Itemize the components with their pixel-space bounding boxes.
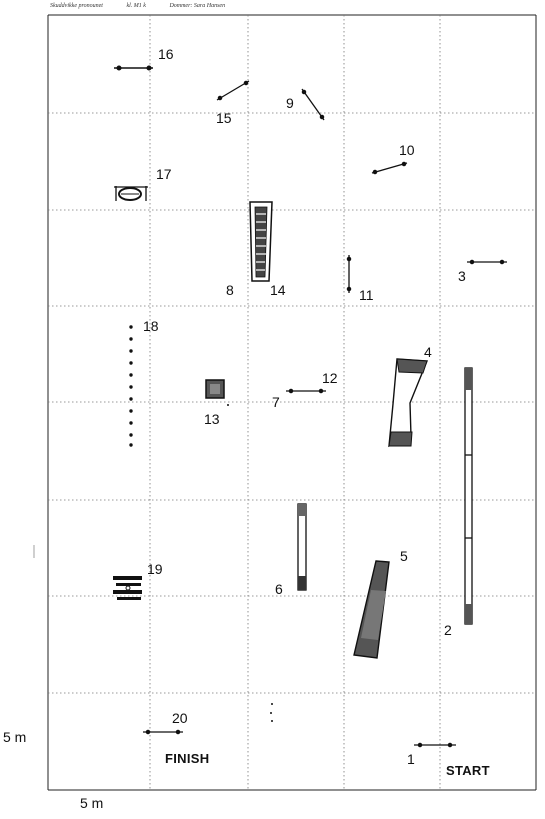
obstacle-number-17: 17 [156,166,172,182]
obstacle-5-ramp [353,560,390,659]
obstacle-number-16: 16 [158,46,174,62]
obstacle-17-tyre [114,186,148,201]
obstacle-8-14-tunnel [249,201,273,282]
obstacle-number-13: 13 [204,411,220,427]
obstacle-16-jump [114,65,153,71]
start-label: START [446,763,490,778]
obstacle-number-3: 3 [458,268,466,284]
obstacle-3-jump [467,259,507,265]
obstacle-number-4: 4 [424,344,432,360]
obstacle-number-1: 1 [407,751,415,767]
obstacle-number-2: 2 [444,622,452,638]
obstacle-11-jump [346,255,352,293]
obstacle-6-seesaw [297,503,307,591]
obstacle-number-12: 12 [322,370,338,386]
header-class: kl. M1 k [126,3,146,9]
course-header: Skuddvikke pronounet kl. M1 k Dommer: Sa… [50,3,247,9]
header-competition: Skuddvikke pronounet [50,3,103,9]
obstacle-number-10: 10 [399,142,415,158]
obstacle-number-6: 6 [275,581,283,597]
obstacle-1-jump [414,742,456,748]
obstacle-9-jump [301,88,325,121]
header-judge: Dommer: Sara Hansen [169,3,226,9]
course-frame [47,14,537,791]
obstacle-number-14: 14 [270,282,286,298]
obstacle-number-9: 9 [286,95,294,111]
obstacle-4-aframe [388,358,429,448]
grid-lines [48,15,536,790]
obstacle-number-15: 15 [216,110,232,126]
obstacle-20-jump [143,729,183,735]
obstacle-18-weave-poles [129,325,133,447]
scale-vertical-label: 5 m [3,729,27,745]
scale-horizontal-label: 5 m [80,795,104,811]
obstacle-15-jump [216,80,250,101]
obstacle-number-11: 11 [359,287,374,303]
finish-label: FINISH [165,751,210,766]
obstacle-10-jump [371,161,408,175]
obstacle-number-19: 19 [147,561,163,577]
obstacle-number-5: 5 [400,548,408,564]
obstacle-number-18: 18 [143,318,159,334]
obstacle-7-12-jump [286,388,326,394]
obstacle-number-8: 8 [226,282,234,298]
obstacle-13-table [205,379,229,406]
obstacle-number-7: 7 [272,394,280,410]
obstacle-19-long-jump [113,576,142,600]
obstacle-number-20: 20 [172,710,188,726]
course-marks [270,703,273,722]
obstacle-2-dogwalk [464,367,473,625]
